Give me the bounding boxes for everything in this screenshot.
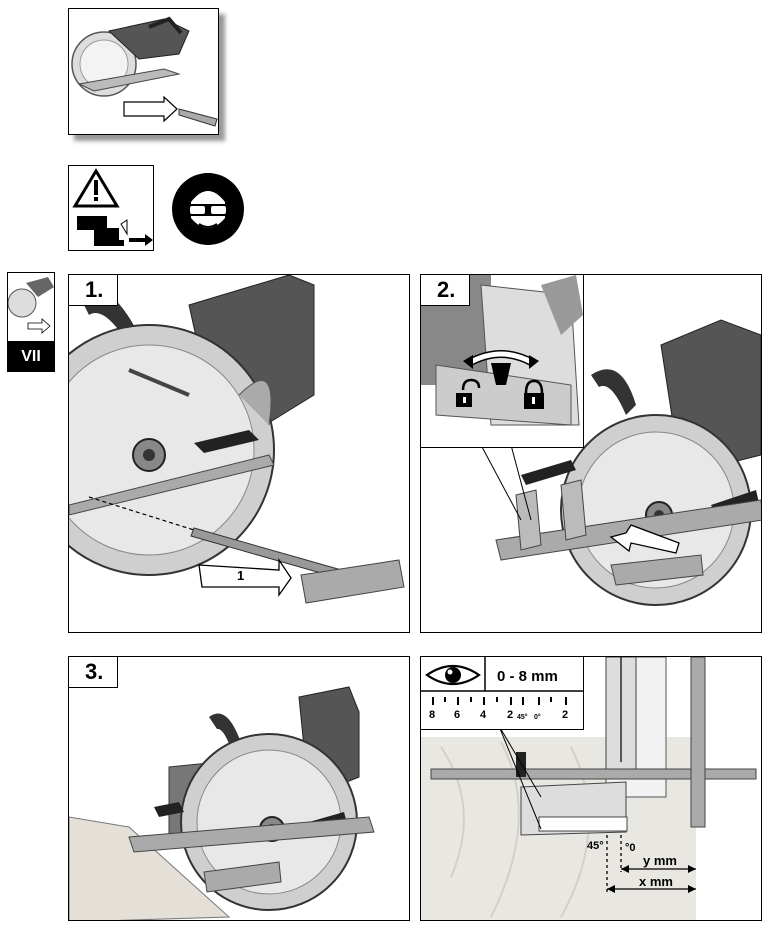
remove-battery-icon: [77, 216, 153, 246]
warning-triangle-icon: [72, 168, 120, 208]
step-3-panel: 3.: [68, 656, 410, 921]
gap-range-label: 0 - 8 mm: [497, 668, 558, 685]
angle-0-label: °0: [625, 842, 636, 854]
step-2-panel: 2.: [420, 274, 762, 633]
step-1-panel: 1 1.: [68, 274, 410, 633]
section-tab: VII: [7, 342, 55, 372]
scale-tick-label: 2: [507, 709, 513, 721]
scale-tick-label: 6: [454, 709, 460, 721]
angle-45-label: 45°: [587, 840, 604, 852]
step-number: 2.: [421, 275, 471, 306]
y-dimension-label: y mm: [643, 853, 677, 868]
step-number: 3.: [69, 657, 119, 688]
safety-goggles-icon: [171, 172, 245, 246]
lock-lever-inset: [421, 275, 584, 448]
scale-tick-label: 8: [429, 709, 435, 721]
x-dimension-label: x mm: [639, 874, 673, 889]
side-thumbnail: [7, 272, 55, 342]
scale-tick-label: 2: [562, 709, 568, 721]
unlock-icon: [456, 378, 481, 407]
cut-offset-panel: 45° °0 y mm x mm 0 - 8 mm: [420, 656, 762, 921]
warning-remove-battery-box: [68, 165, 154, 251]
scale-tick-label: 0°: [534, 713, 541, 721]
overview-illustration: [68, 8, 219, 135]
eye-icon: [425, 664, 481, 686]
scale-tick-label: 4: [480, 709, 487, 721]
insert-arrow-label: 1: [237, 568, 244, 583]
step-number: 1.: [69, 275, 119, 306]
scale-header: 0 - 8 mm 8 6 4 2 45° 0° 2: [421, 657, 584, 730]
lock-icon: [524, 379, 544, 409]
scale-tick-label: 45°: [517, 713, 528, 721]
